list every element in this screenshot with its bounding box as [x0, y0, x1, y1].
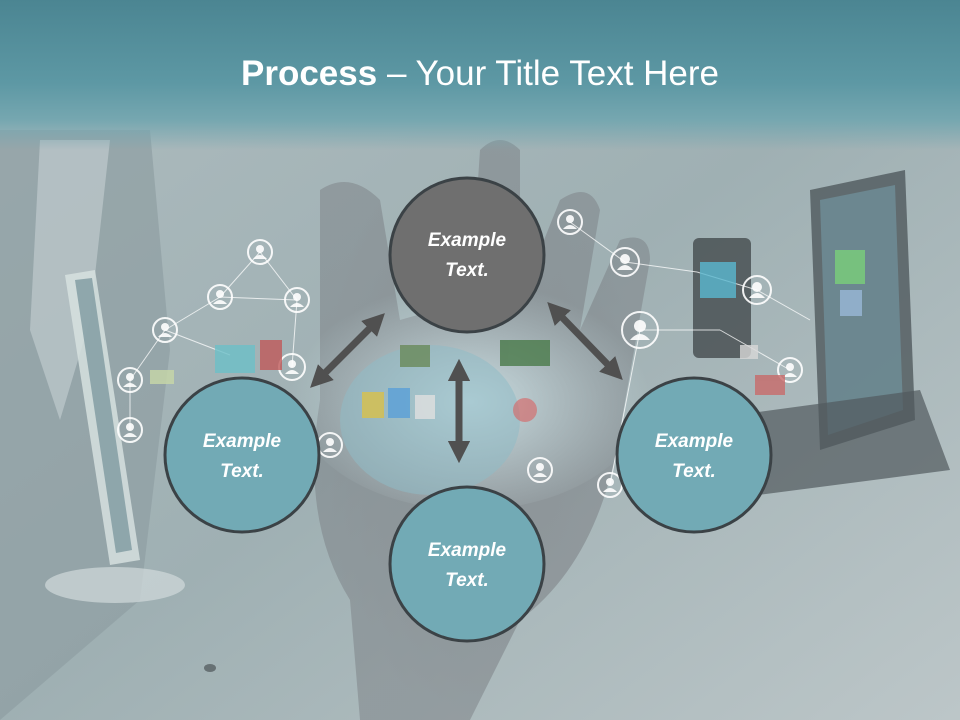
node-bottom-line2: Text. — [445, 570, 489, 591]
arrow-top-right — [547, 301, 623, 381]
node-left-line1: Example — [203, 431, 282, 452]
title-band — [0, 0, 960, 150]
slide-title: Process – Your Title Text Here — [0, 52, 960, 96]
title-bold: Process — [241, 54, 378, 93]
node-left-line2: Text. — [220, 461, 264, 482]
process-node-top: Example Text. — [388, 176, 546, 334]
process-node-right: Example Text. — [615, 376, 773, 534]
arrow-top-left — [310, 313, 385, 388]
node-right-line2: Text. — [672, 461, 716, 482]
title-separator: – — [377, 54, 416, 93]
node-top-line2: Text. — [445, 260, 489, 281]
node-top-line1: Example — [428, 230, 507, 251]
process-node-left: Example Text. — [163, 376, 321, 534]
node-right-line1: Example — [655, 431, 734, 452]
process-node-bottom: Example Text. — [388, 485, 546, 643]
node-bottom-line1: Example — [428, 540, 507, 561]
title-regular: Your Title Text Here — [415, 54, 720, 93]
